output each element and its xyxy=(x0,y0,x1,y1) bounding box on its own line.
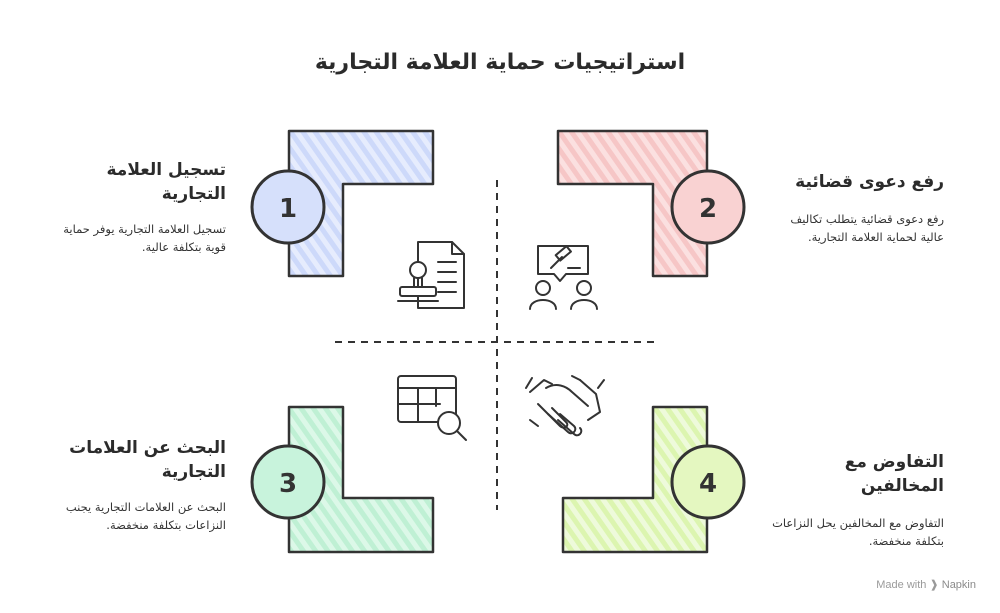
step-3-number: 3 xyxy=(279,469,297,499)
step-4-text: التفاوض مع المخالفين التفاوض مع المخالفي… xyxy=(768,450,944,550)
step-4-number: 4 xyxy=(699,469,717,499)
handshake-icon xyxy=(525,375,605,437)
step-2-shape xyxy=(556,129,709,278)
step-1-number: 1 xyxy=(279,194,297,224)
step-2-number: 2 xyxy=(699,194,717,224)
step-2-description: رفع دعوى قضائية يتطلب تكاليف عالية لحماي… xyxy=(790,212,944,244)
watermark-prefix: Made with xyxy=(876,579,927,591)
page-title: استراتيجيات حماية العلامة التجارية xyxy=(314,50,686,75)
step-4-heading: التفاوض مع المخالفين xyxy=(844,452,944,496)
step-3-heading: البحث عن العلامات التجارية xyxy=(69,438,226,482)
step-2-text: رفع دعوى قضائية رفع دعوى قضائية يتطلب تك… xyxy=(768,170,944,246)
step-4-badge: 4 xyxy=(670,444,746,520)
search-table-icon xyxy=(397,375,467,441)
step-1-shape xyxy=(287,129,435,278)
step-2-badge: 2 xyxy=(670,169,746,245)
step-1-description: تسجيل العلامة التجارية يوفر حماية قوية ب… xyxy=(63,222,226,254)
step-4-description: التفاوض مع المخالفين يحل النزاعات بتكلفة… xyxy=(772,516,944,548)
step-3-shape xyxy=(287,405,435,554)
step-2-heading: رفع دعوى قضائية xyxy=(795,172,944,192)
step-3-description: البحث عن العلامات التجارية يجنب النزاعات… xyxy=(65,500,226,532)
watermark-brand: Napkin xyxy=(941,579,976,591)
step-3-text: البحث عن العلامات التجارية البحث عن العل… xyxy=(44,436,226,534)
step-1-heading: تسجيل العلامة التجارية xyxy=(106,160,226,204)
step-4-shape xyxy=(561,405,709,554)
step-3-badge: 3 xyxy=(250,444,326,520)
step-1-badge: 1 xyxy=(250,169,326,245)
lawsuit-gavel-icon xyxy=(529,245,598,310)
step-1-text: تسجيل العلامة التجارية تسجيل العلامة الت… xyxy=(44,158,226,256)
napkin-logo-icon: ❱ xyxy=(929,579,939,591)
watermark: Made with ❱ Napkin xyxy=(876,578,976,591)
registration-document-icon xyxy=(397,241,465,309)
